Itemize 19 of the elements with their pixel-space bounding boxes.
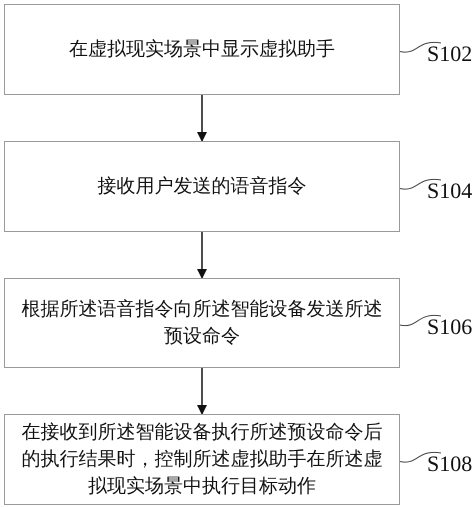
step-text: 接收用户发送的语音指令 <box>96 174 308 199</box>
process-box <box>4 414 400 505</box>
leader-line <box>400 178 442 190</box>
process-box <box>4 4 400 95</box>
arrow <box>197 95 207 142</box>
arrow <box>197 368 207 415</box>
leader-line <box>400 314 442 326</box>
step-number: S104 <box>427 179 472 203</box>
leader-line <box>400 452 442 463</box>
leader-line <box>400 42 442 53</box>
step-text: 根据所述语音指令向所述智能设备发送所述预设命令 <box>20 297 384 349</box>
step-text: 在接收到所述智能设备执行所述预设命令后的执行结果时，控制所述虚拟助手在所述虚拟现实场景中执行目标动作 <box>20 420 384 499</box>
process-box <box>4 278 400 368</box>
step-number: S106 <box>427 315 472 339</box>
step-text: 在虚拟现实场景中显示虚拟助手 <box>68 37 336 62</box>
step-number: S108 <box>427 452 472 476</box>
process-box <box>4 141 400 232</box>
arrow <box>197 232 207 279</box>
step-number: S102 <box>427 42 472 66</box>
